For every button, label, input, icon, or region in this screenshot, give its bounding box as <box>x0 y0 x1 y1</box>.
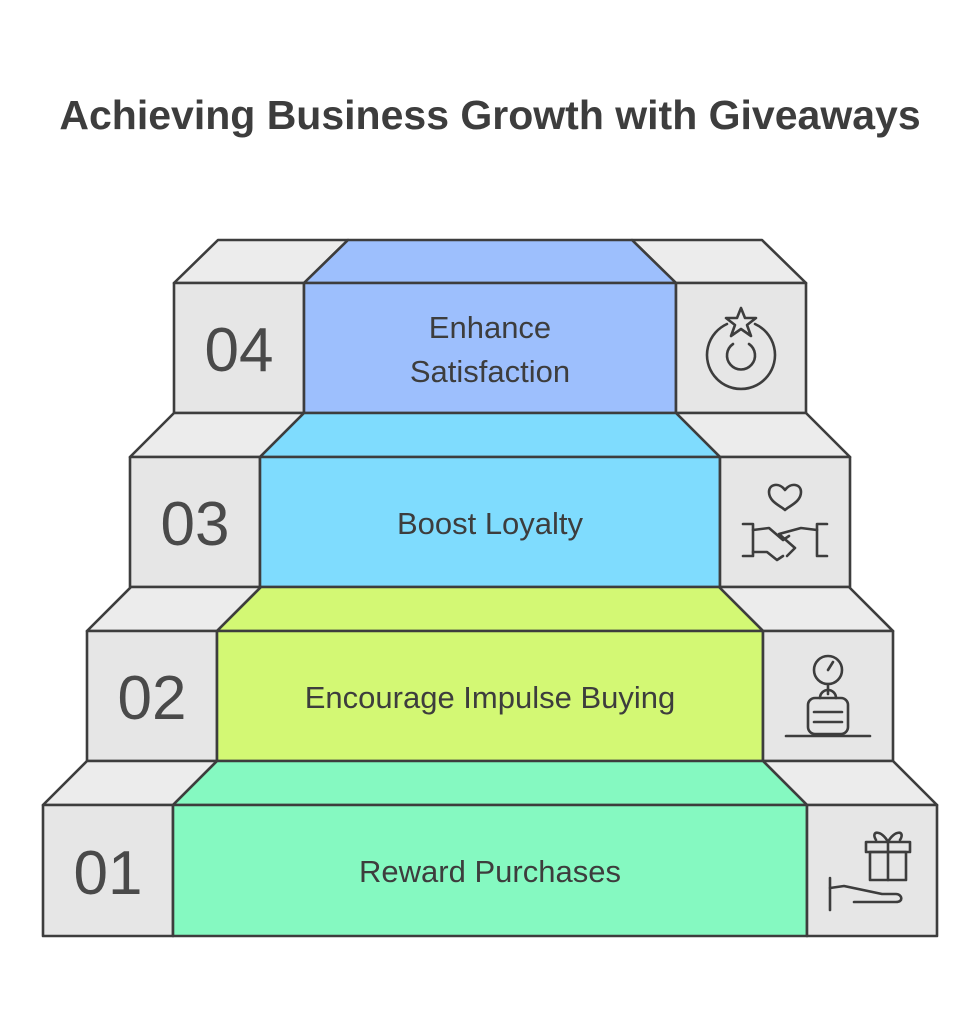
step-03: 03 Boost Loyalty <box>128 411 852 589</box>
step-02: 02 Encourage Impulse Buying <box>85 585 895 763</box>
step-02-face <box>215 629 765 763</box>
step-04-label-line-1: Enhance <box>429 310 551 345</box>
step-02-tread <box>215 585 765 633</box>
diagram-title: Achieving Business Growth with Giveaways <box>59 92 921 138</box>
step-01-icon-block <box>805 803 939 938</box>
step-02-icon-block <box>761 629 895 763</box>
step-03-icon-block <box>718 455 852 589</box>
step-04-tread <box>302 238 678 285</box>
step-01-face <box>171 803 809 938</box>
step-04-icon-block <box>674 281 808 415</box>
timer-bag-icon <box>784 654 872 738</box>
step-02-label-line-1: Encourage Impulse Buying <box>305 680 676 715</box>
step-01-tread <box>171 759 809 807</box>
step-01-number: 01 <box>74 839 143 908</box>
step-01-label-line-1: Reward Purchases <box>359 854 621 889</box>
step-04-face <box>302 281 678 415</box>
step-03-number: 03 <box>161 490 230 559</box>
step-03-tread <box>258 411 722 459</box>
gift-hand-icon <box>828 831 912 912</box>
handshake-heart-icon <box>741 483 829 562</box>
step-01: 01 Reward Purchases <box>41 759 939 938</box>
step-04-label-line-2: Satisfaction <box>410 354 570 389</box>
step-02-number: 02 <box>118 664 187 733</box>
step-01-number-block <box>41 803 175 938</box>
step-04-number: 04 <box>205 316 274 385</box>
star-ring-icon <box>705 306 777 391</box>
step-03-label-line-1: Boost Loyalty <box>397 506 584 541</box>
step-04: 04 Enhance Satisfaction <box>172 238 808 415</box>
